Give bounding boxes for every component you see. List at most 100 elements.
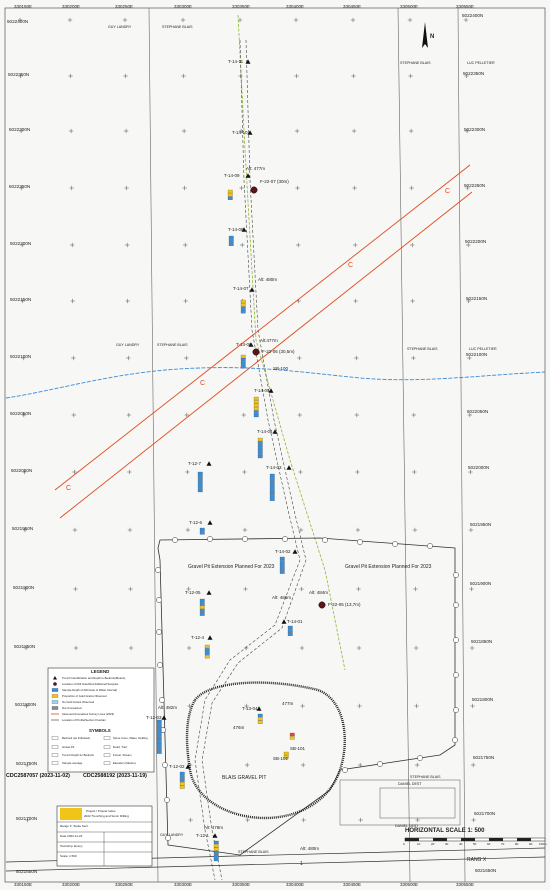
trench-bar-segment (179, 775, 185, 779)
trench-bar-segment (253, 413, 259, 418)
trench-marker-icon (212, 833, 218, 838)
trench-label-t-12-7: T-12-7 (188, 461, 202, 466)
boundary-marker (357, 539, 363, 545)
boundary-marker (322, 537, 328, 543)
boundary-marker (156, 629, 162, 635)
northing-left-9: 5021950N (12, 526, 34, 531)
trench-bar-segment (213, 857, 219, 862)
boundary-marker (156, 597, 162, 603)
alt-plain-1: 477m (282, 701, 294, 706)
easting-top-6: 330450E (343, 4, 362, 9)
northing-right-7: 5022050N (467, 409, 489, 414)
northing-right-3: 5022250N (464, 183, 486, 188)
scale-tick-4: 40 (459, 842, 463, 846)
trench-bar-segment (179, 771, 185, 776)
easting-top-7: 330500E (400, 4, 419, 9)
trench-bar-segment (156, 726, 162, 730)
legend-swatch (53, 676, 57, 680)
trench-bar-segment (179, 785, 185, 789)
trench-bar-segment (156, 743, 162, 747)
boundary-marker (453, 602, 459, 608)
easting-bottom-1: 330200E (62, 882, 81, 887)
legend-symbol-3: Road, Trail (113, 745, 127, 749)
scale-tick-5: 50 (473, 842, 477, 846)
trench-bar-segment (199, 609, 205, 613)
trench-bar-segment (197, 471, 203, 476)
blais-gravel-pit (185, 681, 346, 820)
trench-bar-segment (197, 488, 203, 493)
trench-label-t-14-09: T-14-09 (224, 173, 240, 178)
legend-symbol-5: Forest, Stream (113, 753, 132, 757)
northing-right-4: 5022200N (465, 239, 487, 244)
easting-top-8: 330550E (456, 4, 475, 9)
easting-bottom-2: 330250E (115, 882, 134, 887)
north-label: N (430, 34, 435, 40)
easting-bottom-7: 330500E (400, 882, 419, 887)
northing-right-15: 5021650N (475, 868, 497, 873)
trench-bar-segment (257, 713, 263, 718)
boundary-marker (392, 541, 398, 547)
trench-bar-segment (199, 612, 205, 616)
legend-item-1: Location of Drill Hole/Rod Additional Sa… (62, 682, 119, 686)
trench-bar-segment (156, 736, 162, 741)
gravel-extension-label-right: Gravel Pit Extension Planned For 2023 (345, 564, 432, 570)
trench-marker-icon (268, 388, 274, 393)
boundary-marker (242, 536, 248, 542)
trench-bar-segment (156, 719, 162, 724)
trench-bar-segment (213, 840, 219, 845)
legend-symbol-swatch (103, 736, 111, 740)
section-c-3: C (200, 380, 206, 387)
owner-luc-pelletier-mid: LUC PELLETIER (469, 347, 497, 351)
northing-right-14: 5021700N (474, 811, 496, 816)
northing-right-0: 5022400N (462, 13, 484, 18)
well-label-f-22-06: F-22-06 (30,5m) (262, 349, 295, 354)
legend-item-5: Not Compacted (62, 706, 82, 710)
alt-plain-2: 476m (233, 725, 245, 730)
bottom-right-lots (339, 779, 461, 826)
trench-bar-segment (279, 570, 285, 574)
trench-marker-icon (256, 706, 262, 711)
boundary-marker (164, 797, 170, 803)
trench-bar-segment (253, 407, 259, 411)
trench-marker-icon (206, 590, 212, 595)
legend-swatch (51, 694, 59, 698)
section-lines (54, 164, 473, 519)
owner-guy-landry-mid: GUY LANDRY (116, 343, 140, 347)
well-label-f-22-05: F-22-05 (13,7m) (328, 602, 361, 607)
easting-bottom-8: 330550E (456, 882, 475, 887)
trench-bar-segment (204, 651, 210, 655)
trench-bar-segment (283, 751, 289, 756)
trench-bar-segment (253, 403, 259, 407)
trench-bar-segment (279, 560, 285, 564)
legend-symbol-1: Stone Cone, Water, building (113, 736, 148, 740)
trench-marker-icon (207, 635, 213, 640)
trench-bar-segment (240, 303, 246, 307)
trench-bar-segment (253, 396, 259, 401)
north-arrow-icon (422, 22, 428, 48)
trench-bar-segment (253, 400, 259, 404)
boundary-marker (165, 835, 171, 841)
legend-swatch (51, 688, 59, 692)
trench-bar-segment (156, 750, 162, 754)
sample-sb-102: SB-102 (273, 756, 289, 761)
boundary-markers (155, 536, 459, 841)
sample-sb-101: SB-101 (290, 746, 306, 751)
boundary-marker (282, 536, 288, 542)
drill-holes (250, 186, 326, 609)
trench-bar-segment (240, 354, 246, 359)
title-company: Project / Propiet Indus (86, 809, 116, 813)
trench-bar-segment (257, 441, 263, 445)
trench-bar-segment (213, 851, 219, 855)
easting-top-4: 330350E (232, 4, 251, 9)
northing-left-12: 5021800N (15, 702, 37, 707)
trench-marker-icon (281, 619, 287, 624)
trench-label-t-14-06: T-14-06 (236, 342, 252, 347)
alt-label-7: Alt: 478m (204, 825, 224, 830)
boundary-marker (427, 543, 433, 549)
trench-bar-segment (279, 556, 285, 561)
trench-marker-icon (247, 130, 253, 135)
trench-label-t-14-10: T-14-10 (232, 130, 248, 135)
trench-bar-segment (269, 473, 275, 478)
grid-crosses (17, 17, 476, 823)
owner-stephane-blais-top: STEPHANE BLAIS (162, 25, 193, 29)
